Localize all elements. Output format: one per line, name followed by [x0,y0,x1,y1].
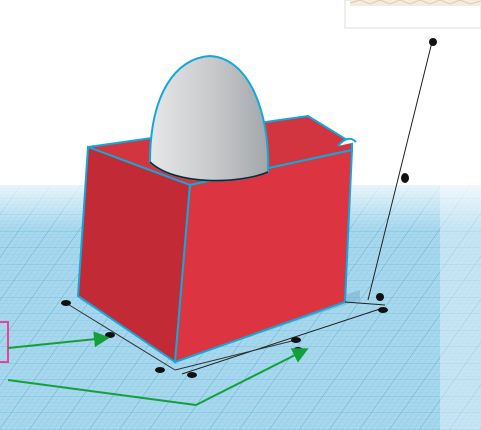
view-preview-thumbnail[interactable] [344,0,481,29]
resize-handle-front-corner[interactable] [155,367,165,373]
dimension-lines [65,302,297,371]
annotation-arrow-icon [7,331,110,349]
resize-handle-left[interactable] [61,300,71,306]
paraboloid-shape[interactable] [148,54,270,182]
resize-handle-front-mid[interactable] [187,372,197,378]
height-top-handle[interactable] [429,38,437,46]
height-base-handle[interactable] [376,293,384,301]
annotation-arrow-icon [7,379,197,406]
resize-handle-front-right[interactable] [291,337,301,343]
red-box-shape[interactable] [76,114,357,364]
resize-handle-front-left[interactable] [105,332,115,338]
annotation-arrow-icon [195,348,309,406]
resize-handle-right[interactable] [378,307,388,313]
height-ruler[interactable] [181,38,437,375]
annotation-arrows [7,331,309,406]
height-mid-handle[interactable] [401,173,409,183]
annotation-box [0,321,9,363]
